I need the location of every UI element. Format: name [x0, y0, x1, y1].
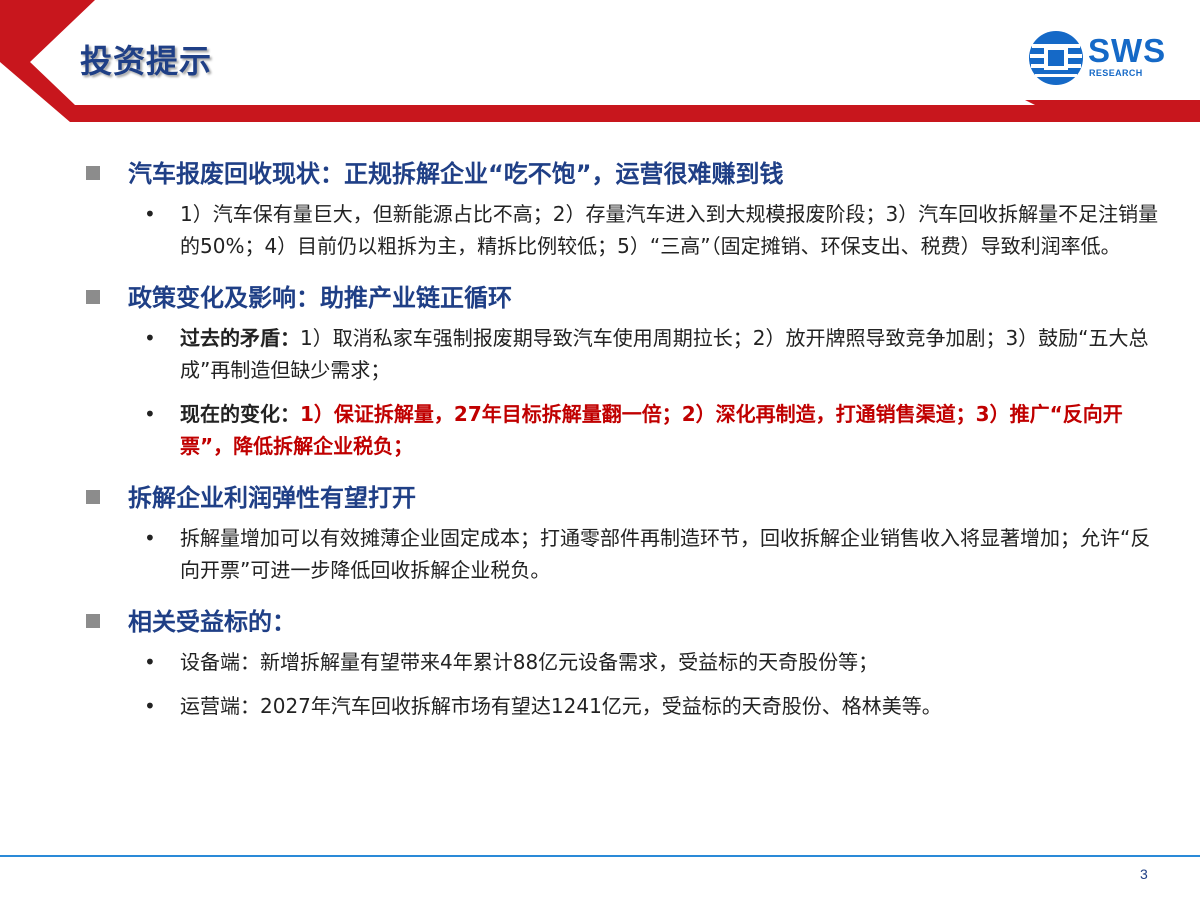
dot-bullet-icon: • — [144, 202, 156, 226]
bullet-label: 现在的变化： — [180, 402, 300, 426]
section-policy: 政策变化及影响：助推产业链正循环 • 过去的矛盾：1）取消私家车强制报废期导致汽… — [0, 274, 1200, 462]
section-heading: 拆解企业利润弹性有望打开 — [0, 474, 1200, 522]
bullet-text: 1）取消私家车强制报废期导致汽车使用周期拉长；2）放开牌照导致竞争加剧；3）鼓励… — [180, 326, 1149, 382]
square-bullet-icon — [86, 290, 100, 304]
page-number: 3 — [1140, 866, 1148, 882]
section-beneficiaries: 相关受益标的： • 设备端：新增拆解量有望带来4年累计88亿元设备需求，受益标的… — [0, 598, 1200, 722]
section-heading: 政策变化及影响：助推产业链正循环 — [0, 274, 1200, 322]
bullet-text: 运营端：2027年汽车回收拆解市场有望达1241亿元，受益标的天奇股份、格林美等… — [180, 694, 942, 718]
bullet-text: 设备端：新增拆解量有望带来4年累计88亿元设备需求，受益标的天奇股份等； — [180, 650, 879, 674]
dot-bullet-icon: • — [144, 402, 156, 426]
bullet-text-highlight: 1）保证拆解量，27年目标拆解量翻一倍；2）深化再制造，打通销售渠道；3）推广“… — [180, 402, 1123, 458]
bullet-item: • 运营端：2027年汽车回收拆解市场有望达1241亿元，受益标的天奇股份、格林… — [0, 690, 1200, 722]
section-profit: 拆解企业利润弹性有望打开 • 拆解量增加可以有效摊薄企业固定成本；打通零部件再制… — [0, 474, 1200, 586]
page-title: 投资提示 — [80, 42, 213, 80]
dot-bullet-icon: • — [144, 650, 156, 674]
bullet-item: • 设备端：新增拆解量有望带来4年累计88亿元设备需求，受益标的天奇股份等； — [0, 646, 1200, 678]
dot-bullet-icon: • — [144, 326, 156, 350]
footer-divider — [0, 855, 1200, 857]
bullet-text: 1）汽车保有量巨大，但新能源占比不高；2）存量汽车进入到大规模报废阶段；3）汽车… — [180, 202, 1159, 258]
square-bullet-icon — [86, 166, 100, 180]
section-heading: 汽车报废回收现状：正规拆解企业“吃不饱”，运营很难赚到钱 — [0, 150, 1200, 198]
bullet-label: 过去的矛盾： — [180, 326, 300, 350]
bullet-item: • 1）汽车保有量巨大，但新能源占比不高；2）存量汽车进入到大规模报废阶段；3）… — [0, 198, 1200, 262]
bullet-text: 拆解量增加可以有效摊薄企业固定成本；打通零部件再制造环节，回收拆解企业销售收入将… — [180, 526, 1151, 582]
dot-bullet-icon: • — [144, 526, 156, 550]
square-bullet-icon — [86, 614, 100, 628]
section-status: 汽车报废回收现状：正规拆解企业“吃不饱”，运营很难赚到钱 • 1）汽车保有量巨大… — [0, 150, 1200, 262]
logo-wordmark: SWS — [1088, 32, 1167, 69]
bullet-item: • 拆解量增加可以有效摊薄企业固定成本；打通零部件再制造环节，回收拆解企业销售收… — [0, 522, 1200, 586]
sws-logo: SWS RESEARCH — [1028, 30, 1178, 90]
section-heading: 相关受益标的： — [0, 598, 1200, 646]
slide-content: 汽车报废回收现状：正规拆解企业“吃不饱”，运营很难赚到钱 • 1）汽车保有量巨大… — [0, 150, 1200, 734]
bullet-item: • 过去的矛盾：1）取消私家车强制报废期导致汽车使用周期拉长；2）放开牌照导致竞… — [0, 322, 1200, 386]
header-banner — [0, 0, 1200, 122]
square-bullet-icon — [86, 490, 100, 504]
dot-bullet-icon: • — [144, 694, 156, 718]
logo-subtext: RESEARCH — [1089, 68, 1143, 78]
bullet-item: • 现在的变化：1）保证拆解量，27年目标拆解量翻一倍；2）深化再制造，打通销售… — [0, 398, 1200, 462]
sws-logo-icon — [1029, 31, 1083, 85]
